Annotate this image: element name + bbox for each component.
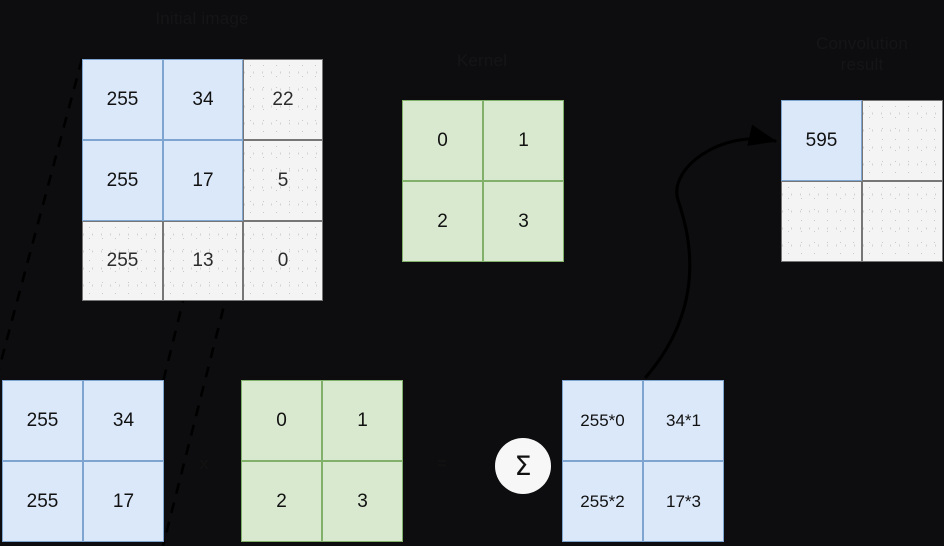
- bottom-patch-cell: 255: [2, 461, 83, 542]
- initial-image-cell: 5: [243, 140, 323, 221]
- initial-image-cell: 17: [163, 140, 243, 221]
- kernel-cell: 3: [483, 181, 564, 262]
- initial-image-cell: 255: [82, 140, 163, 221]
- bottom-kernel-cell: 2: [241, 461, 322, 542]
- result-cell: [862, 181, 943, 262]
- equals-operator: =: [437, 454, 447, 473]
- kernel-cell: 1: [483, 100, 564, 181]
- result-cell: [781, 181, 862, 262]
- kernel-cell: 0: [402, 100, 483, 181]
- multiply-operator: x: [199, 454, 209, 473]
- convolution-result-grid: 595: [781, 100, 943, 262]
- title-kernel: Kernel: [456, 51, 508, 70]
- product-cell: 255*0: [562, 380, 643, 461]
- title-convolution-result: Convolution result: [816, 34, 908, 74]
- bottom-patch-cell: 255: [2, 380, 83, 461]
- product-cell: 34*1: [643, 380, 724, 461]
- initial-image-cell: 0: [243, 221, 323, 301]
- dashed-guide-left: [0, 58, 84, 371]
- initial-image-cell: 255: [82, 221, 163, 301]
- initial-image-cell: 22: [243, 59, 323, 140]
- summation-symbol: Σ: [495, 438, 551, 494]
- bottom-kernel-cell: 0: [241, 380, 322, 461]
- result-cell: 595: [781, 100, 862, 181]
- bottom-kernel-cell: 1: [322, 380, 403, 461]
- initial-image-cell: 13: [163, 221, 243, 301]
- bottom-patch-cell: 17: [83, 461, 164, 542]
- product-cell: 17*3: [643, 461, 724, 542]
- result-cell: [862, 100, 943, 181]
- product-cell: 255*2: [562, 461, 643, 542]
- bottom-patch-cell: 34: [83, 380, 164, 461]
- initial-image-cell: 34: [163, 59, 243, 140]
- bottom-kernel-cell: 3: [322, 461, 403, 542]
- initial-image-cell: 255: [82, 59, 163, 140]
- kernel-cell: 2: [402, 181, 483, 262]
- result-arrow: [644, 124, 777, 379]
- title-initial-image: Initial image: [155, 9, 249, 28]
